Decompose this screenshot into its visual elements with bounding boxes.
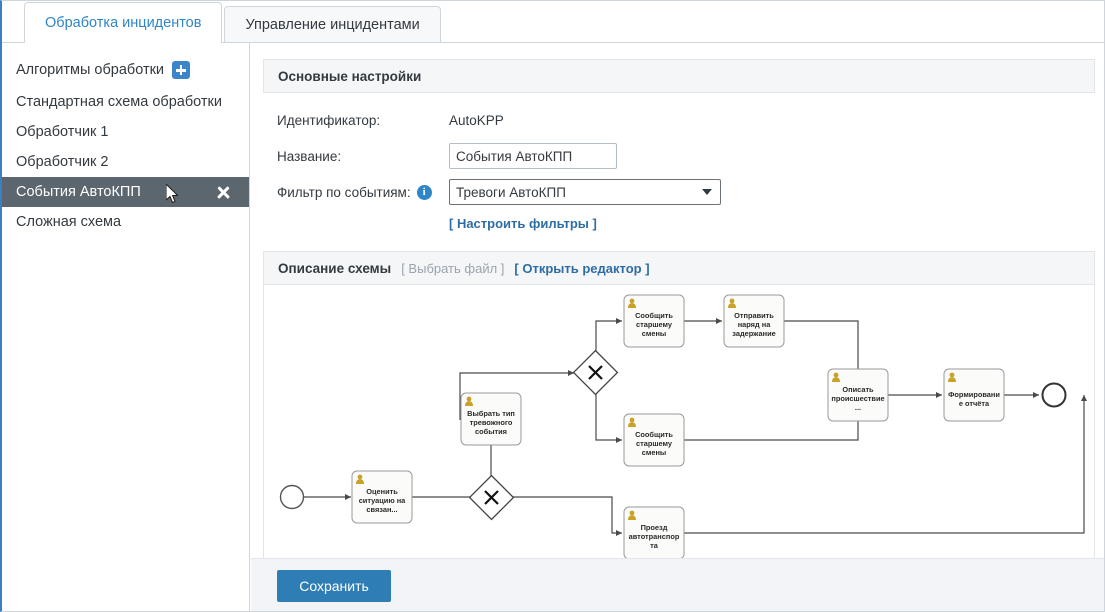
identifier-label: Идентификатор: [277, 112, 381, 128]
scheme-panel-header: Описание схемы [ Выбрать файл ] [ Открыт… [263, 251, 1095, 285]
name-label: Название: [277, 148, 342, 164]
sidebar-item-handler-2[interactable]: Обработчик 2 [2, 147, 249, 177]
task-line: Сообщить [635, 430, 673, 439]
tab-label: Обработка инцидентов [45, 14, 202, 31]
main-panel: Основные настройки Идентификатор: AutoKP… [251, 43, 1104, 611]
bpmn-task-vybrat-tip: Выбрать тип тревожного события [460, 392, 522, 446]
choose-file-link[interactable]: [ Выбрать файл ] [401, 260, 505, 276]
settings-form: Идентификатор: AutoKPP Название: Фильтр … [251, 93, 1104, 243]
bpmn-gateway-1 [572, 349, 619, 396]
filter-select-value: Тревоги АвтоКПП [456, 184, 566, 200]
bpmn-task-proezd-avtotransporta: Проезд автотранспор та [623, 506, 685, 560]
sidebar-item-handler-1[interactable]: Обработчик 1 [2, 117, 249, 147]
task-line: Описать [842, 385, 874, 394]
diagram-canvas[interactable]: Оценить ситуацию на связан... Выбрать ти… [263, 285, 1095, 570]
task-line: задержание [732, 329, 775, 338]
sidebar-item-label: Стандартная схема обработки [16, 94, 222, 110]
sidebar-header: Алгоритмы обработки [2, 55, 249, 87]
tab-bar: Обработка инцидентов Управление инцидент… [2, 1, 1104, 43]
sidebar-item-standard-scheme[interactable]: Стандартная схема обработки [2, 87, 249, 117]
task-line: ситуацию на [359, 496, 406, 505]
task-line: Проезд [641, 523, 668, 532]
bpmn-task-soobshit-starshemu-2: Сообщить старшему смены [623, 413, 685, 467]
bpmn-task-soobshit-starshemu-1: Сообщить старшему смены [623, 294, 685, 348]
bpmn-diagram: Оценить ситуацию на связан... Выбрать ти… [279, 294, 1087, 560]
task-line: связан... [366, 505, 397, 514]
task-line: та [650, 541, 659, 550]
sidebar-item-complex-scheme[interactable]: Сложная схема [2, 207, 249, 237]
bpmn-task-otpravit-naryad: Отправить наряд на задержание [723, 294, 785, 348]
scheme-title: Описание схемы [278, 260, 392, 276]
bpmn-task-formirovanie-otcheta: Формировани е отчёта [943, 368, 1005, 422]
task-line: ... [855, 403, 861, 412]
sidebar: Алгоритмы обработки Стандартная схема об… [2, 43, 250, 611]
bpmn-task-ocenit-situaciyu: Оценить ситуацию на связан... [351, 470, 413, 524]
task-line: Выбрать тип [467, 409, 515, 418]
tab-label: Управление инцидентами [245, 16, 420, 33]
task-line: наряд на [738, 320, 772, 329]
sidebar-header-label: Алгоритмы обработки [16, 62, 165, 78]
chevron-down-icon [702, 189, 712, 195]
info-icon[interactable]: i [416, 184, 432, 200]
task-line: Оценить [366, 487, 398, 496]
task-line: происшествие [831, 394, 884, 403]
bpmn-start-event [279, 484, 305, 510]
task-line: Сообщить [635, 311, 673, 320]
task-line: старшему [636, 439, 673, 448]
sidebar-item-autokpp-events[interactable]: События АвтоКПП [2, 177, 249, 207]
task-line: смены [642, 448, 666, 457]
identifier-value: AutoKPP [449, 112, 504, 128]
bpmn-task-opisat-proisshestvie: Описать происшествие ... [827, 368, 889, 422]
configure-filters-link[interactable]: [ Настроить фильтры ] [449, 216, 597, 231]
settings-panel-header: Основные настройки [263, 59, 1095, 93]
panel-title: Основные настройки [278, 68, 422, 84]
filter-label-text: Фильтр по событиям: [277, 184, 411, 200]
task-line: е отчёта [959, 399, 990, 408]
tab-incident-processing[interactable]: Обработка инцидентов [24, 2, 223, 43]
filter-row: Фильтр по событиям: i Тревоги АвтоКПП [277, 179, 1095, 205]
bpmn-gateway-2 [468, 474, 515, 521]
sidebar-item-label: Обработчик 2 [16, 154, 109, 170]
sidebar-item-label: Обработчик 1 [16, 124, 109, 140]
task-line: события [475, 427, 507, 436]
sidebar-item-label: Сложная схема [16, 214, 122, 230]
tab-incident-management[interactable]: Управление инцидентами [224, 6, 441, 42]
bpmn-end-event [1041, 382, 1067, 408]
configure-filters-row: [ Настроить фильтры ] [449, 215, 1095, 233]
save-button[interactable]: Сохранить [277, 570, 391, 602]
open-editor-link[interactable]: [ Открыть редактор ] [514, 260, 650, 276]
footer-bar: Сохранить [251, 558, 1104, 611]
task-line: Формировани [948, 390, 1000, 399]
task-line: Отправить [734, 311, 774, 320]
name-input[interactable] [449, 143, 617, 169]
task-line: старшему [636, 320, 673, 329]
add-algorithm-icon[interactable] [172, 61, 191, 79]
name-row: Название: [277, 143, 1095, 169]
close-icon[interactable] [215, 184, 231, 200]
filter-label: Фильтр по событиям: i [277, 184, 449, 200]
sidebar-item-label: События АвтоКПП [16, 184, 141, 200]
task-line: смены [642, 329, 666, 338]
task-line: тревожного [470, 418, 513, 427]
task-line: автотранспор [629, 532, 680, 541]
filter-select[interactable]: Тревоги АвтоКПП [449, 179, 721, 205]
identifier-row: Идентификатор: AutoKPP [277, 107, 1095, 133]
